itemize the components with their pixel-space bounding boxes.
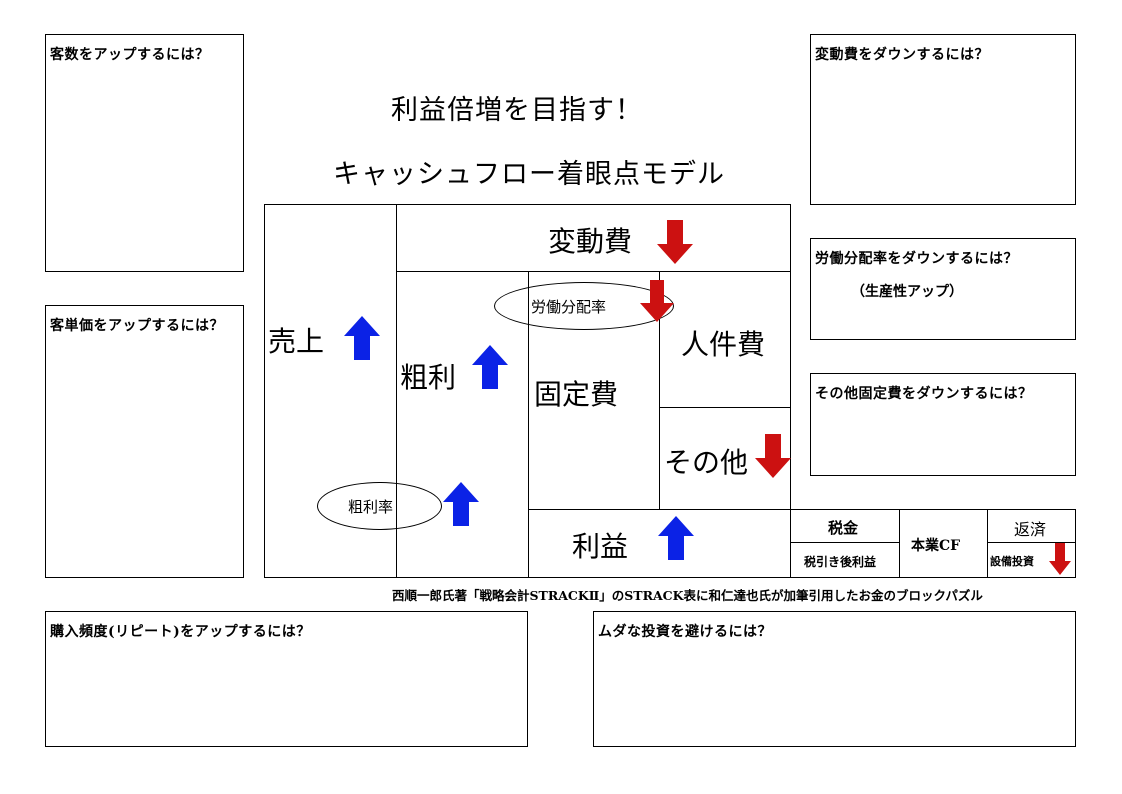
ellipse-labor-share-ratio: [494, 282, 674, 330]
title-line2: キャッシュフロー着眼点モデル: [333, 159, 725, 190]
label-fixed-cost: 固定費: [534, 378, 619, 411]
question-labor-share: 労働分配率をダウンするには？: [815, 251, 1018, 267]
up-arrow-icon: [658, 516, 694, 560]
label-repayment: 返済: [1014, 520, 1047, 539]
down-arrow-icon: [1049, 543, 1071, 575]
label-labor-share-ratio: 労働分配率: [531, 298, 607, 316]
question-other-fixed: その他固定費をダウンするには？: [815, 386, 1033, 402]
down-arrow-icon: [755, 434, 791, 478]
question-frequency: 購入頻度(リピート)をアップするには？: [50, 624, 311, 640]
block-profit: [528, 509, 791, 578]
block-repayment: [987, 509, 1076, 543]
up-arrow-icon: [472, 345, 508, 389]
source-caption: 西順一郎氏著「戦略会計STRACKⅡ」のSTRACK表に和仁達也氏が加筆引用した…: [392, 588, 983, 603]
question-customers: 客数をアップするには？: [50, 47, 210, 63]
question-box-unit-price: 客単価をアップするには？: [45, 305, 244, 578]
label-operating-cf: 本業CF: [911, 538, 961, 554]
up-arrow-icon: [443, 482, 479, 526]
label-gross-profit: 粗利: [400, 361, 457, 394]
label-other: その他: [664, 446, 749, 479]
label-variable-cost: 変動費: [548, 225, 633, 258]
label-gross-margin: 粗利率: [348, 498, 394, 516]
label-sales: 売上: [268, 325, 325, 358]
block-tax: [790, 509, 900, 543]
question-box-other-fixed: その他固定費をダウンするには？: [810, 373, 1076, 476]
question-box-frequency: 購入頻度(リピート)をアップするには？: [45, 611, 528, 747]
block-variable-cost: [396, 204, 791, 272]
label-profit: 利益: [572, 530, 629, 563]
block-after-tax: [790, 542, 900, 578]
down-arrow-icon: [640, 280, 674, 322]
label-capex: 設備投資: [990, 555, 1034, 568]
block-gross-profit: [396, 271, 529, 578]
down-arrow-icon: [657, 220, 693, 264]
label-tax: 税金: [828, 519, 859, 537]
question-box-variable-cost: 変動費をダウンするには？: [810, 34, 1076, 205]
question-unit-price: 客単価をアップするには？: [50, 318, 224, 334]
question-box-waste: ムダな投資を避けるには？: [593, 611, 1076, 747]
block-operating-cf: [899, 509, 988, 578]
question-variable-cost: 変動費をダウンするには？: [815, 47, 989, 63]
up-arrow-icon: [344, 316, 380, 360]
question-waste: ムダな投資を避けるには？: [598, 624, 772, 640]
question-labor-share-sub: （生産性アップ）: [851, 284, 963, 300]
label-after-tax: 税引き後利益: [804, 555, 877, 569]
question-box-labor-share: 労働分配率をダウンするには？ （生産性アップ）: [810, 238, 1076, 340]
ellipse-gross-margin: [317, 482, 442, 530]
label-personnel: 人件費: [681, 328, 766, 361]
question-box-customers: 客数をアップするには？: [45, 34, 244, 272]
block-personnel: [659, 271, 791, 408]
title-line1: 利益倍増を目指す！: [391, 95, 643, 126]
